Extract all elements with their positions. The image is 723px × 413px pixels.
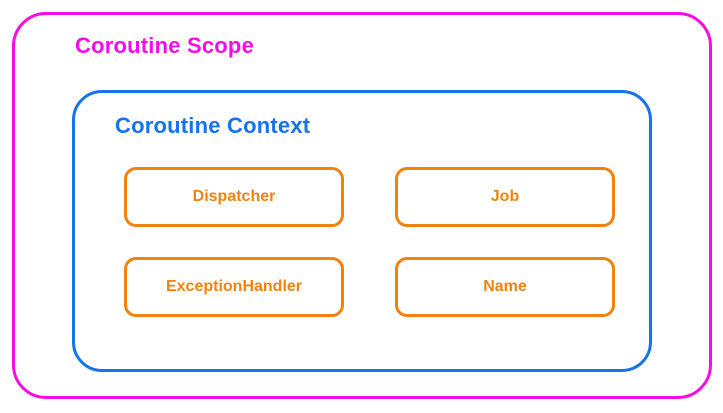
coroutine-context-box: Coroutine Context Dispatcher Job Excepti…	[72, 90, 652, 372]
item-box-dispatcher: Dispatcher	[124, 167, 344, 227]
item-box-job: Job	[395, 167, 615, 227]
coroutine-context-title: Coroutine Context	[115, 113, 311, 138]
item-label-dispatcher: Dispatcher	[192, 188, 276, 205]
item-label-job: Job	[490, 188, 520, 205]
context-items-grid: Dispatcher Job ExceptionHandler Name	[124, 167, 615, 317]
item-box-exceptionhandler: ExceptionHandler	[124, 257, 344, 317]
item-label-name: Name	[483, 278, 527, 295]
item-label-exceptionhandler: ExceptionHandler	[165, 278, 303, 295]
item-box-name: Name	[395, 257, 615, 317]
coroutine-scope-box: Coroutine Scope Coroutine Context Dispat…	[12, 12, 712, 399]
coroutine-scope-title: Coroutine Scope	[75, 33, 255, 58]
